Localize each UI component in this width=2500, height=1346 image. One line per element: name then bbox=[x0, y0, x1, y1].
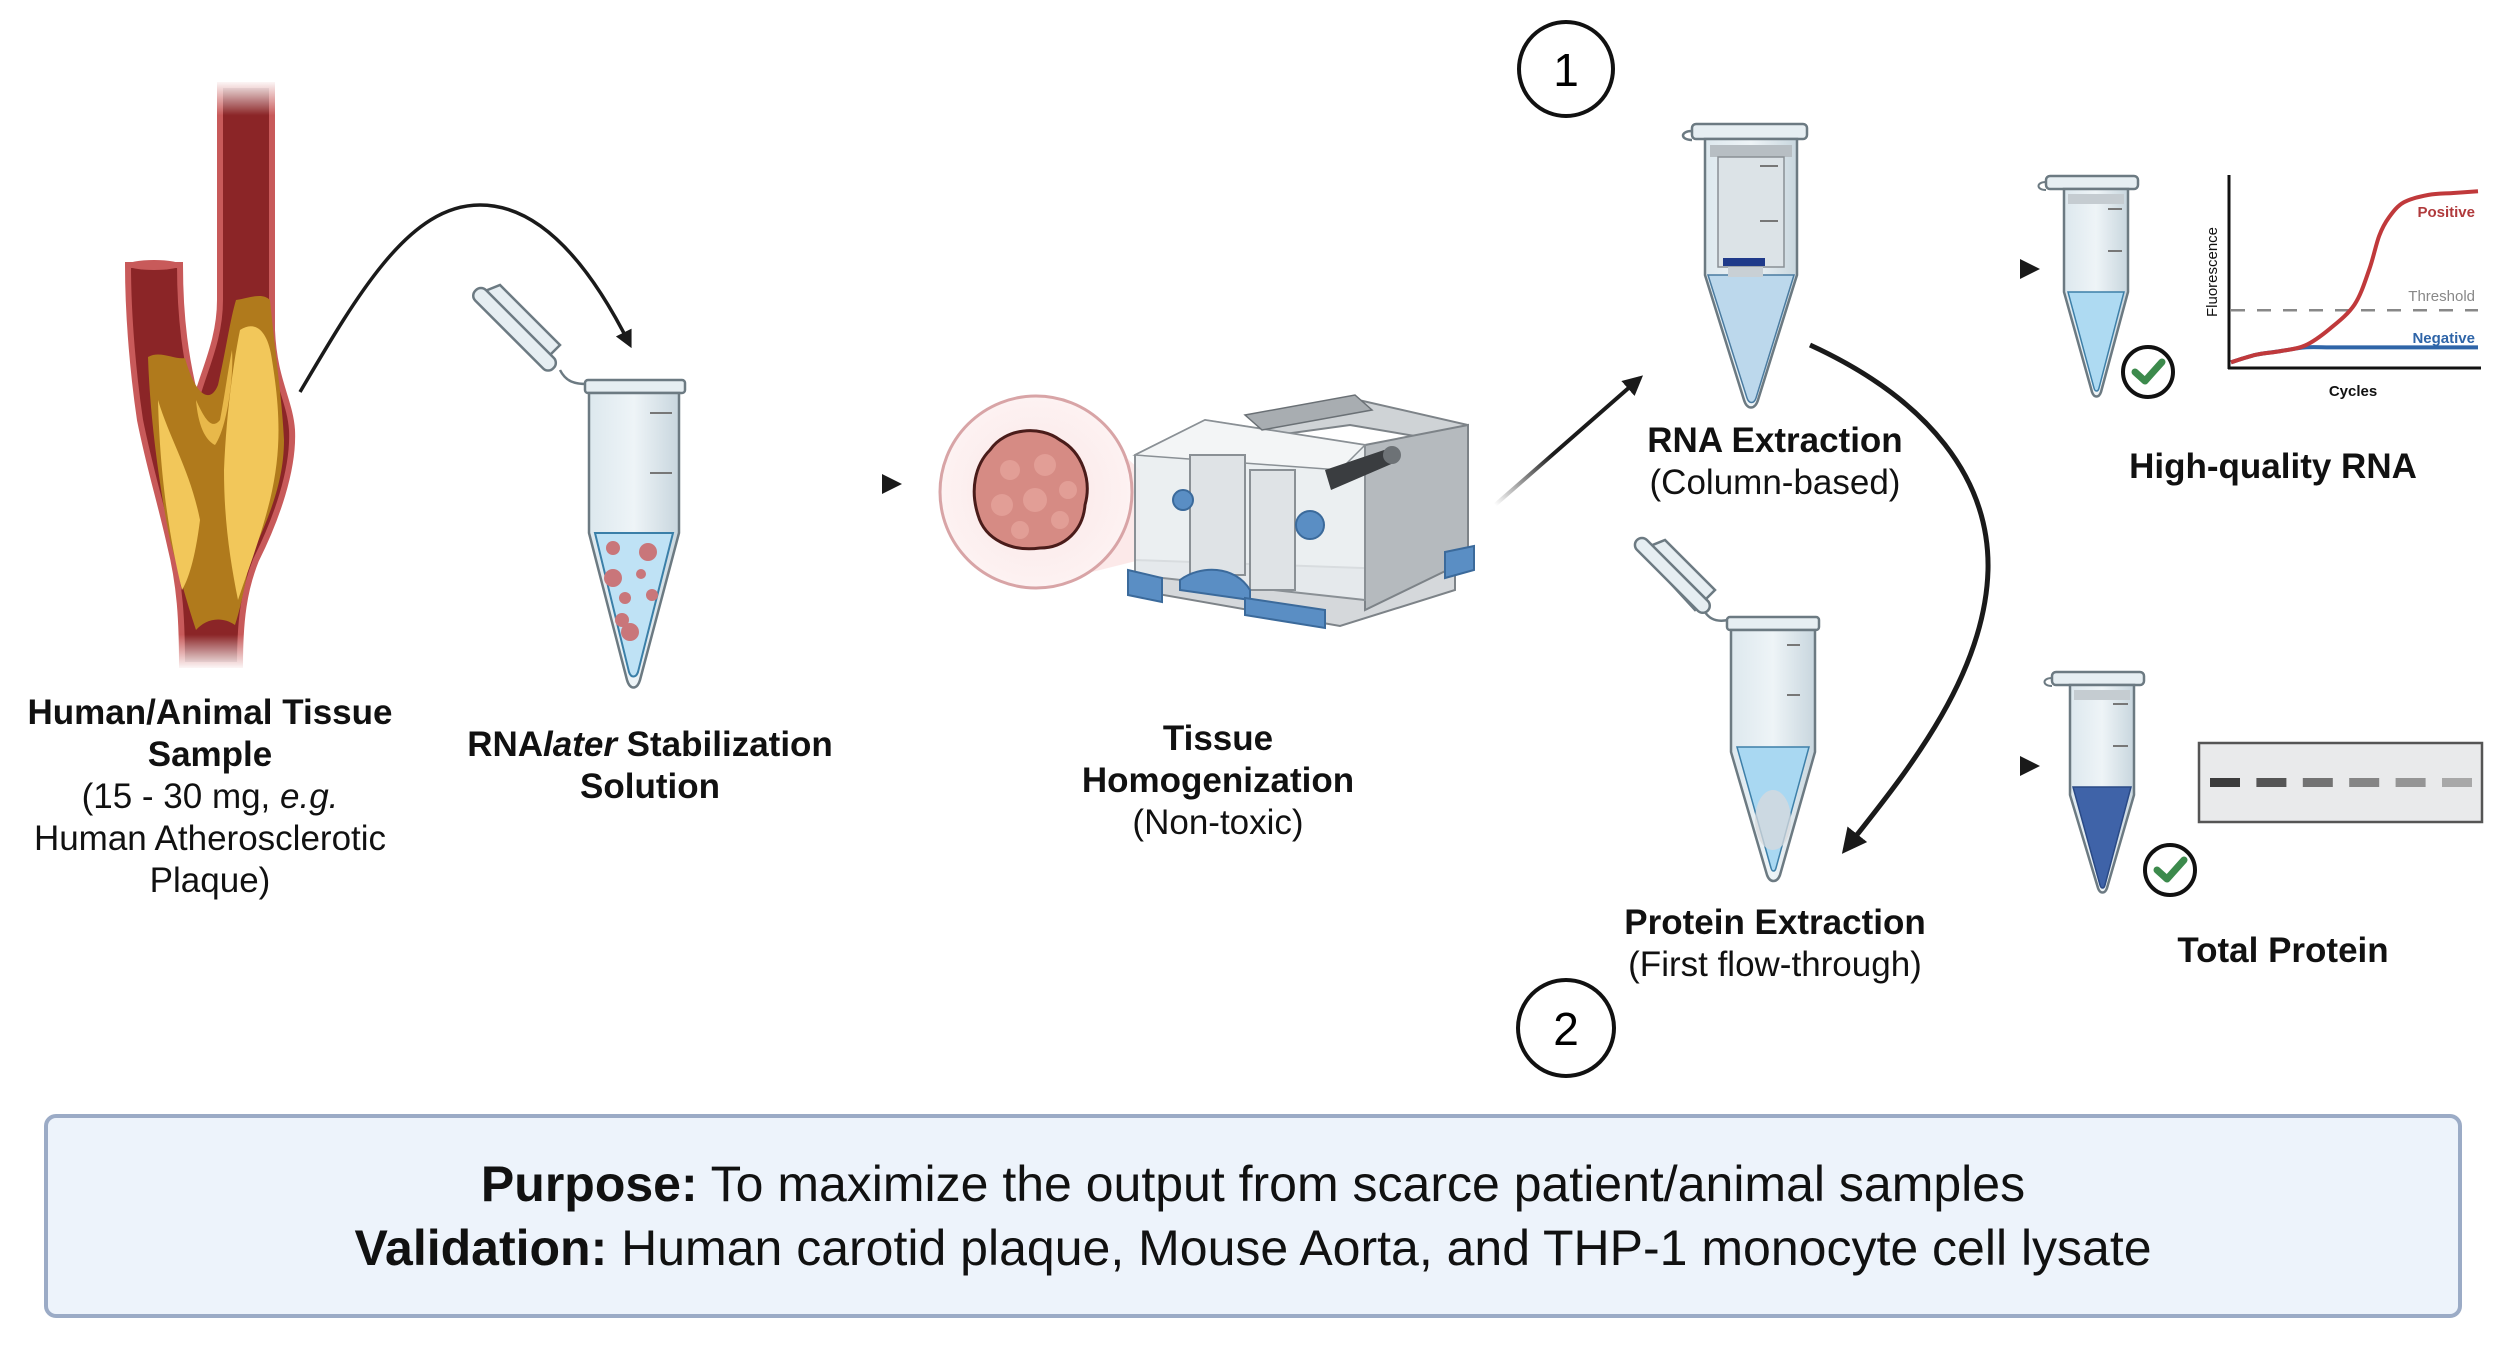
stabilization-title-1: RNAlater Stabilization bbox=[440, 724, 860, 766]
tissue-zoom-circle bbox=[938, 394, 1140, 590]
gel-band bbox=[2349, 778, 2380, 787]
protein-result-title: Total Protein bbox=[2177, 931, 2389, 970]
homogenization-title-1: Tissue bbox=[1162, 719, 1274, 758]
chart-label-negative: Negative bbox=[2412, 330, 2475, 347]
arrow-rna-extraction-to-protein-extraction bbox=[1808, 342, 1991, 854]
step-1-badge: 1 bbox=[1517, 20, 1615, 118]
gel-band bbox=[2210, 778, 2240, 787]
stabilization-title-2: Solution bbox=[580, 767, 720, 806]
tissue-sample-title-2: Sample bbox=[147, 735, 273, 774]
validation-line: Validation: Human carotid plaque, Mouse … bbox=[354, 1216, 2151, 1280]
gel-band bbox=[2395, 778, 2426, 787]
tissue-sample-detail-3: Plaque) bbox=[149, 861, 271, 900]
gel-band bbox=[2442, 778, 2472, 787]
protein-result-label: Total Protein bbox=[2083, 930, 2483, 972]
purpose-line: Purpose: To maximize the output from sca… bbox=[481, 1152, 2025, 1216]
homogenization-label: Tissue Homogenization (Non-toxic) bbox=[1018, 718, 1418, 844]
rna-extraction-column-tube bbox=[1681, 122, 1809, 409]
chart-series-positive bbox=[2230, 189, 2479, 365]
gel-band bbox=[2302, 778, 2333, 787]
arrow-homogenization-to-rna-extraction bbox=[1493, 375, 1644, 507]
chart-label-threshold: Threshold bbox=[2408, 288, 2475, 305]
purpose-text: To maximize the output from scarce patie… bbox=[697, 1156, 2026, 1212]
homogenization-subtitle: (Non-toxic) bbox=[1132, 803, 1304, 842]
step-2-number: 2 bbox=[1553, 1003, 1579, 1055]
rna-check-circle-icon bbox=[2121, 345, 2175, 399]
protein-gel-image bbox=[2197, 741, 2484, 824]
purpose-label: Purpose: bbox=[480, 1156, 698, 1212]
rna-result-title: High-quality RNA bbox=[2129, 447, 2417, 486]
homogenization-title-2: Homogenization bbox=[1081, 761, 1355, 800]
summary-box: Purpose: To maximize the output from sca… bbox=[44, 1114, 2462, 1318]
tissue-sample-title-1: Human/Animal Tissue bbox=[27, 693, 393, 732]
protein-extraction-subtitle: (First flow-through) bbox=[1628, 945, 1922, 984]
tissue-sample-detail-2: Human Atherosclerotic bbox=[33, 819, 387, 858]
tissue-fragments bbox=[604, 541, 658, 641]
stabilization-italic: later bbox=[543, 725, 617, 764]
validation-label: Validation: bbox=[354, 1220, 608, 1276]
validation-text: Human carotid plaque, Mouse Aorta, and T… bbox=[607, 1220, 2152, 1276]
chart-label-positive: Positive bbox=[2417, 204, 2475, 221]
protein-result-tube bbox=[2043, 670, 2146, 894]
stabilization-suffix: Stabilization bbox=[616, 725, 833, 764]
tissue-sample-detail-1: (15 - 30 mg, e.g. bbox=[0, 776, 420, 818]
chart-x-label: Cycles bbox=[2329, 383, 2377, 400]
protein-extraction-tube bbox=[1633, 536, 1821, 883]
protein-extraction-label: Protein Extraction (First flow-through) bbox=[1575, 902, 1975, 986]
gel-band bbox=[2256, 778, 2287, 787]
chart-y-label: Fluorescence bbox=[2204, 227, 2221, 317]
stabilization-prefix: RNA bbox=[467, 725, 544, 764]
arrow-sample-to-stabilization bbox=[298, 203, 632, 393]
rna-extraction-title: RNA Extraction bbox=[1647, 421, 1903, 460]
rna-extraction-subtitle: (Column-based) bbox=[1649, 463, 1901, 502]
protein-check-circle-icon bbox=[2143, 843, 2197, 897]
artery-plaque-illustration bbox=[120, 80, 300, 670]
homogenizer-device-icon bbox=[1127, 394, 1475, 630]
tube-liquid bbox=[593, 532, 675, 678]
qpcr-amplification-chart: Positive Threshold Negative Cycles Fluor… bbox=[2204, 175, 2481, 400]
rna-result-label: High-quality RNA bbox=[2073, 446, 2473, 488]
tissue-sample-detail-prefix: (15 - 30 mg, bbox=[81, 777, 281, 816]
protein-extraction-title: Protein Extraction bbox=[1624, 903, 1926, 942]
rna-result-tube bbox=[2037, 174, 2140, 398]
rnalater-tube bbox=[471, 283, 687, 689]
tube-rim bbox=[583, 378, 687, 395]
rna-extraction-label: RNA Extraction (Column-based) bbox=[1575, 420, 1975, 504]
tissue-sample-detail-italic: e.g. bbox=[280, 777, 339, 816]
step-2-badge: 2 bbox=[1516, 978, 1616, 1078]
stabilization-label: RNAlater Stabilization Solution bbox=[440, 724, 860, 808]
tissue-sample-label: Human/Animal Tissue Sample (15 - 30 mg, … bbox=[0, 692, 420, 902]
step-1-number: 1 bbox=[1553, 44, 1579, 96]
